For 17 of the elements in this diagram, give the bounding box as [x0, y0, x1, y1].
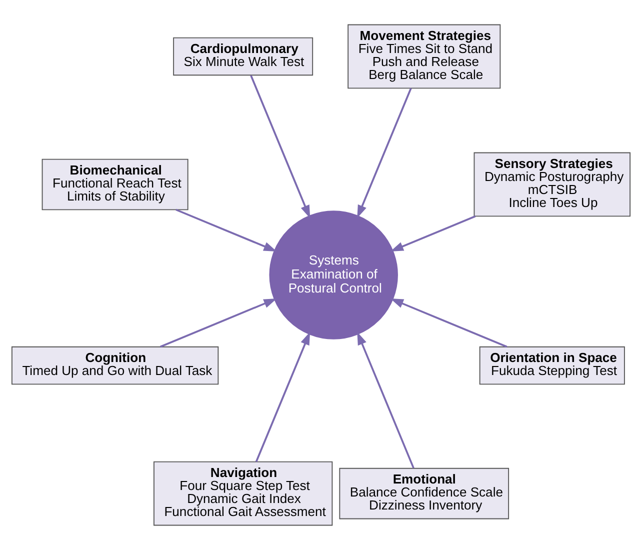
arrow: [357, 331, 414, 468]
arrow: [357, 87, 412, 218]
arrow: [255, 331, 310, 462]
arrow: [390, 298, 508, 348]
node-box: Cardiopulmonary Six Minute Walk Test: [173, 36, 314, 76]
node-box: Biomechanical Functional Reach Test Limits of Stability: [42, 158, 188, 210]
arrow: [250, 74, 310, 218]
node-box: Sensory Strategies Dynamic Posturography mCTSIB Incline Toes Up: [474, 152, 631, 216]
arrow: [390, 214, 476, 251]
node-box: Cognition Timed Up and Go with Dual Task: [11, 346, 219, 384]
arrow: [160, 298, 277, 348]
node-box: Navigation Four Square Step Test Dynamic Gait Index Functional Gait Assessment: [154, 460, 333, 526]
node-box: Emotional Balance Confidence Scale Dizziness Inventory: [339, 467, 510, 519]
node-circle: Systems Examination of Postural Control: [269, 210, 398, 339]
node-box: Orientation in Space Fukuda Stepping Test: [479, 346, 625, 384]
arrow: [176, 208, 277, 251]
node-box: Movement Strategies Five Times Sit to Stand Push and Release Berg Balance Scale: [348, 24, 501, 88]
